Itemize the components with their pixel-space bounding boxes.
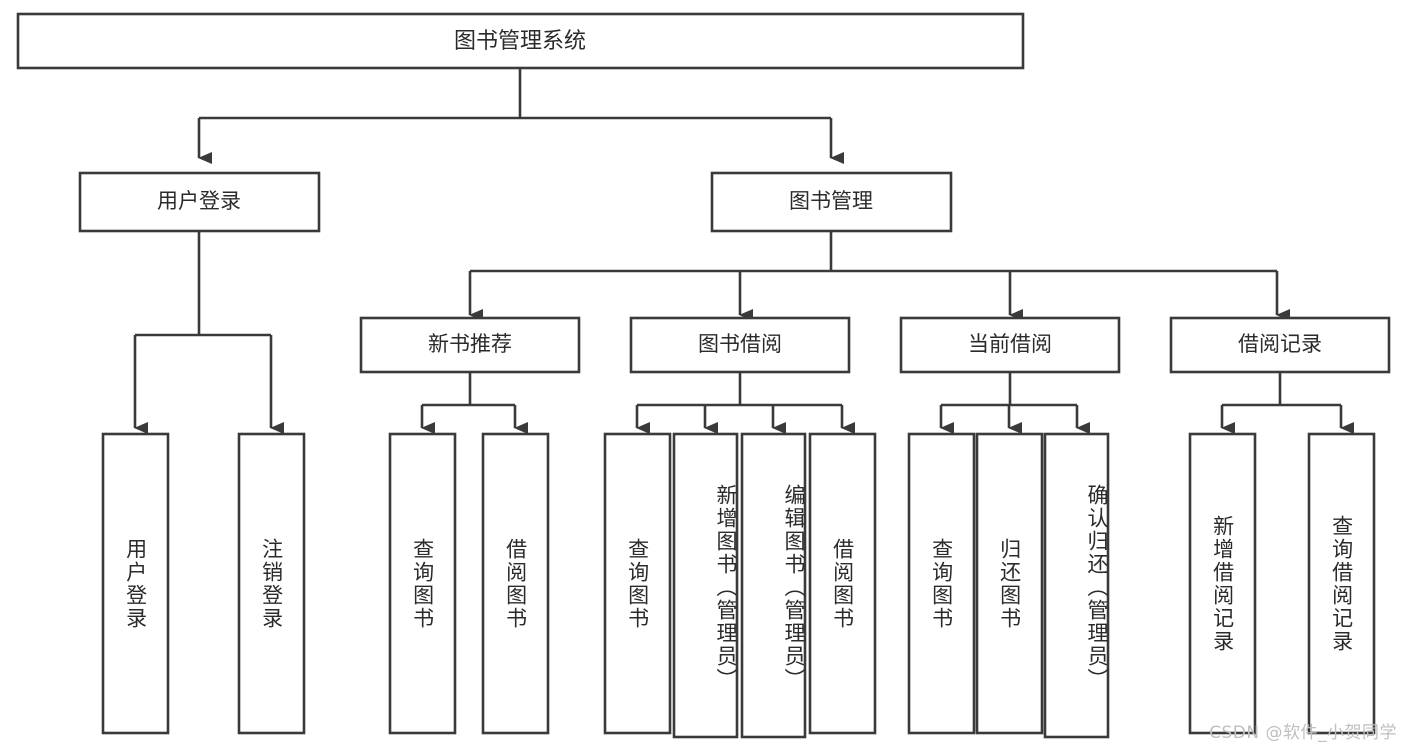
leaf-new-book-0-box[interactable] bbox=[388, 432, 457, 735]
node-root-label: 图书管理系统 bbox=[454, 29, 586, 54]
watermark-text: CSDN @软件_小贺同学 bbox=[1209, 723, 1397, 743]
node-new-book-recommend-box[interactable] bbox=[359, 316, 581, 374]
node-new-book-recommend-label: 新书推荐 bbox=[428, 332, 512, 356]
leaf-new-book-1-box[interactable] bbox=[481, 432, 550, 735]
leaf-book-borrow-1-box[interactable] bbox=[672, 432, 739, 739]
node-book-borrow-label: 图书借阅 bbox=[698, 332, 782, 356]
leaf-book-borrow-3-box[interactable] bbox=[808, 432, 877, 735]
node-user-login-label: 用户登录 bbox=[157, 189, 241, 213]
leaf-book-borrow-2-box[interactable] bbox=[740, 432, 807, 739]
node-current-borrow-label: 当前借阅 bbox=[968, 332, 1052, 356]
leaf-current-borrow-2-box[interactable] bbox=[1043, 432, 1110, 739]
leaf-borrow-record-0-box[interactable] bbox=[1188, 432, 1257, 735]
node-borrow-record-label: 借阅记录 bbox=[1238, 332, 1322, 356]
node-book-manage-box[interactable] bbox=[710, 171, 953, 233]
node-borrow-record-box[interactable] bbox=[1169, 316, 1391, 374]
leaf-book-borrow-0-box[interactable] bbox=[603, 432, 672, 735]
leaf-borrow-record-1-box[interactable] bbox=[1307, 432, 1376, 735]
leaf-current-borrow-1-box[interactable] bbox=[975, 432, 1044, 735]
node-current-borrow-box[interactable] bbox=[899, 316, 1121, 374]
leaf-user-login-1-box[interactable] bbox=[237, 432, 306, 735]
leaf-user-login-0-box[interactable] bbox=[101, 432, 170, 735]
node-root-box[interactable] bbox=[16, 12, 1025, 70]
node-book-manage-label: 图书管理 bbox=[789, 189, 873, 213]
node-book-borrow-box[interactable] bbox=[629, 316, 851, 374]
leaf-current-borrow-0-box[interactable] bbox=[907, 432, 976, 735]
